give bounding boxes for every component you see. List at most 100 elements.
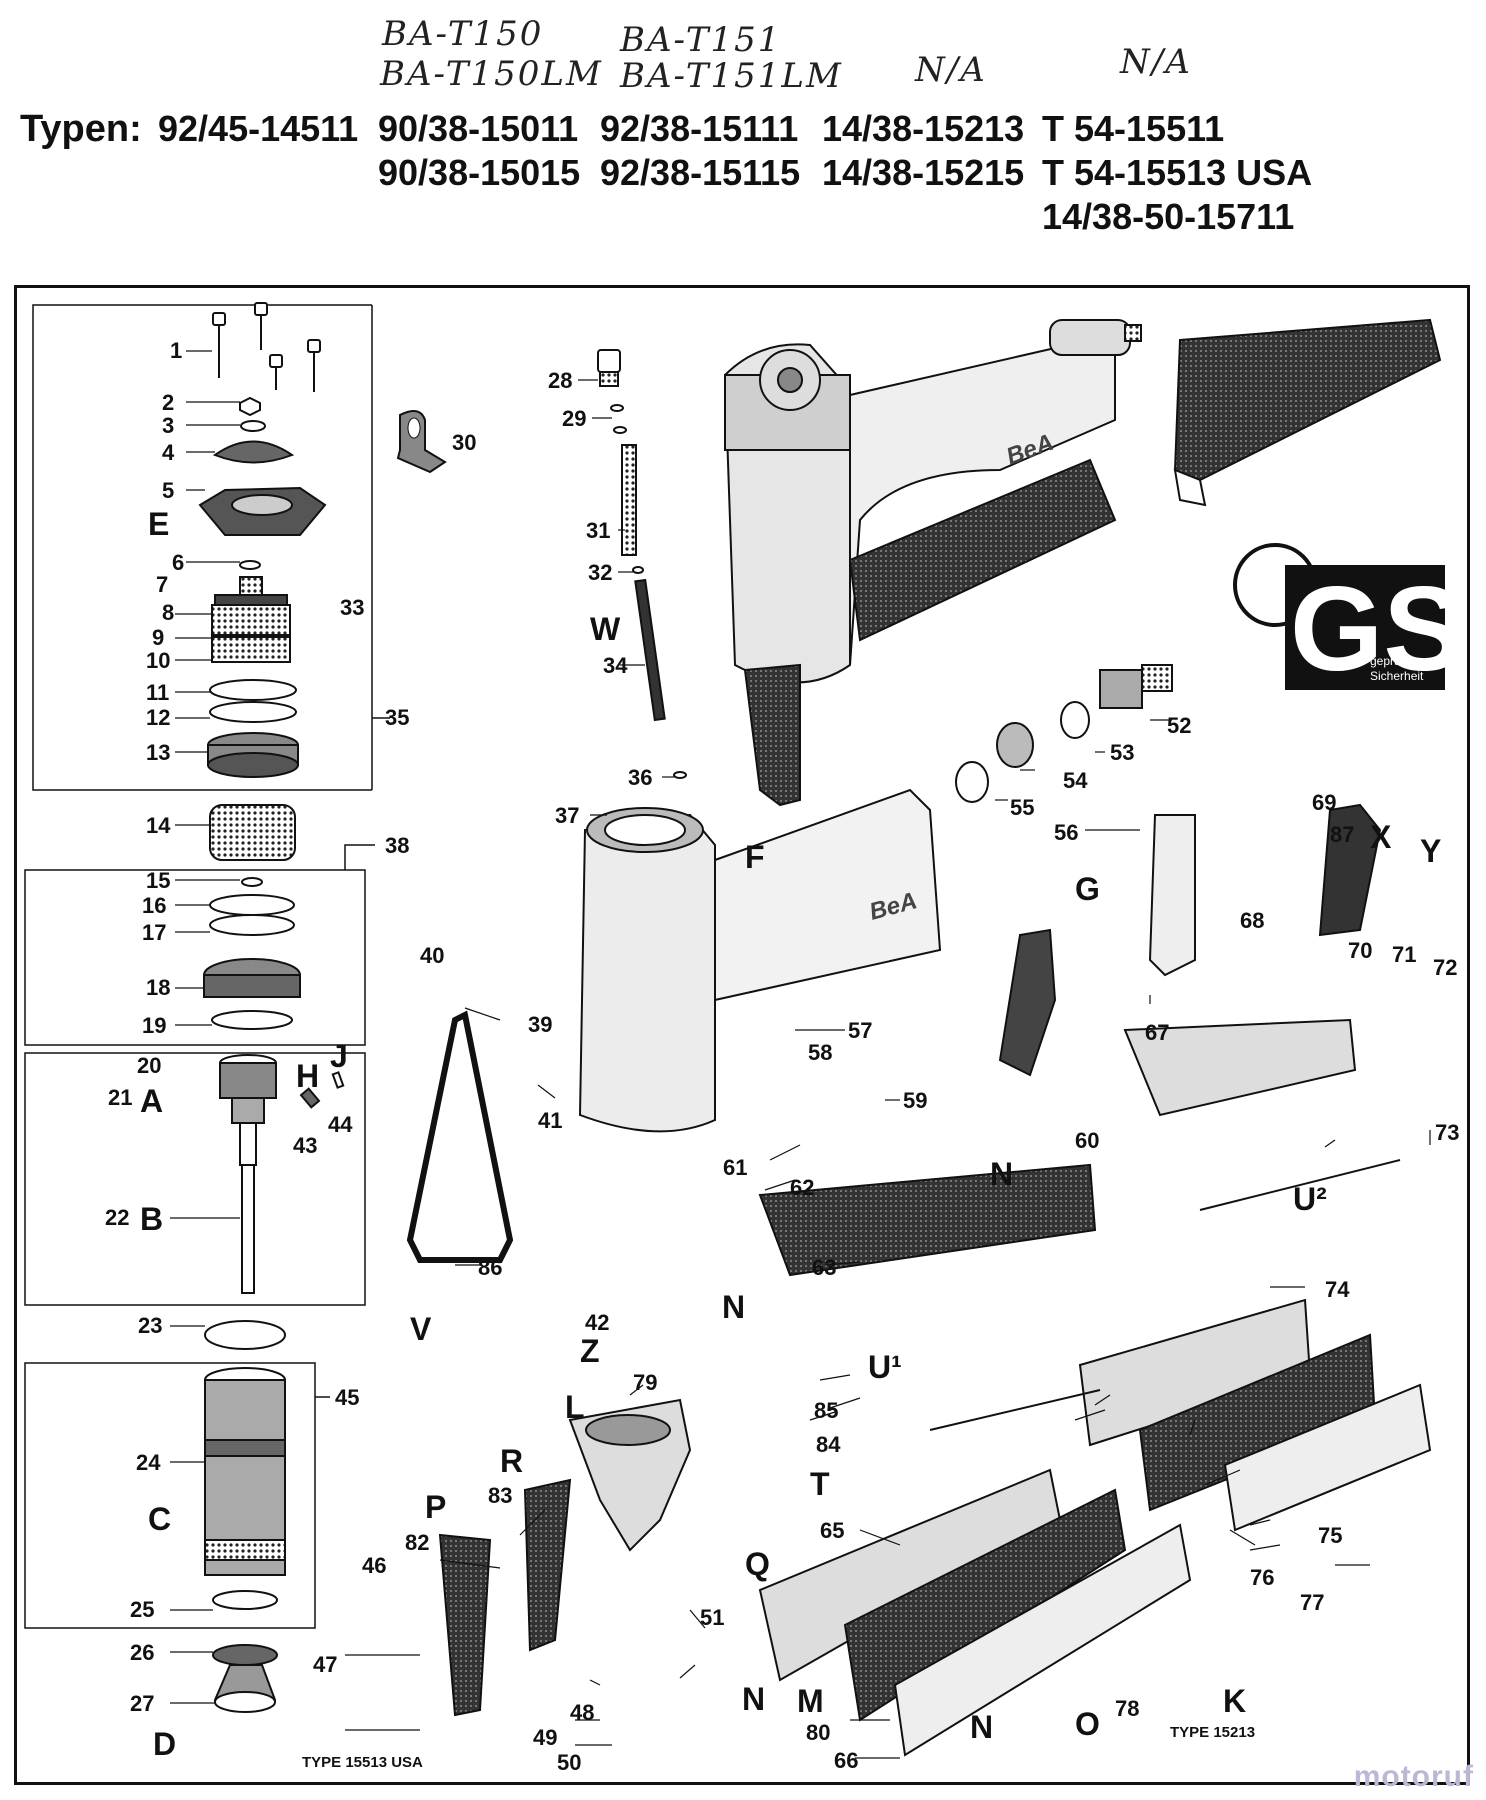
part-label: 27 (130, 1691, 154, 1716)
model-number: 92/38-15115 (600, 152, 801, 193)
part-label: 26 (130, 1640, 154, 1665)
handwritten-model: BA-T150 (382, 14, 544, 54)
magazine-parts (758, 1018, 1432, 1757)
group-letter: Q (745, 1546, 770, 1582)
trigger-valve-stack (597, 349, 687, 779)
group-boxes (24, 304, 390, 1629)
part-label: 59 (903, 1088, 927, 1113)
type-note-15213: TYPE 15213 (1170, 1724, 1255, 1741)
group-letter: N (722, 1289, 745, 1325)
part-label: 83 (488, 1483, 512, 1508)
part-label: 33 (340, 595, 364, 620)
group-letter: N (742, 1681, 765, 1717)
model-number: T 54-15511 (1042, 108, 1225, 149)
part-label: 6 (172, 550, 184, 575)
part-number-labels: 1 2 3 4 5 6 7 8 9 10 11 12 13 14 15 16 1… (105, 338, 1459, 1775)
part-label: 56 (1054, 820, 1078, 845)
diagram-frame (14, 285, 1470, 1785)
group-letter: R (500, 1443, 523, 1479)
part-label: 9 (152, 625, 164, 650)
part-label: 38 (385, 833, 409, 858)
group-letter: G (1075, 871, 1100, 907)
part-label: 4 (162, 440, 175, 465)
gs-safety-mark: GS geprüfte Sicherheit (1233, 543, 1463, 696)
part-label: 41 (538, 1108, 562, 1133)
part-label: 10 (146, 648, 170, 673)
part-label: 49 (533, 1725, 557, 1750)
model-number: 14/38-50-15711 (1042, 196, 1295, 237)
part-label: 23 (138, 1313, 162, 1338)
part-label: 65 (820, 1518, 844, 1543)
model-number: 92/45-14511 (158, 108, 359, 149)
group-letter: U² (1293, 1181, 1327, 1217)
group-letter: W (590, 611, 621, 647)
part-label: 22 (105, 1205, 129, 1230)
group-letter: H (296, 1058, 319, 1094)
group-letter: A (140, 1083, 163, 1119)
part-label: 17 (142, 920, 166, 945)
part-label: 57 (848, 1018, 872, 1043)
group-letter: K (1223, 1683, 1246, 1719)
cylinder-head-parts (198, 396, 327, 778)
model-number: T 54-15513 USA (1042, 152, 1313, 193)
part-label: 8 (162, 600, 174, 625)
part-label: 75 (1318, 1523, 1342, 1548)
part-label: 25 (130, 1597, 154, 1622)
group-letter: V (410, 1311, 432, 1347)
handwritten-na: N/A (1120, 42, 1192, 82)
part-label: 28 (548, 368, 572, 393)
part-label: 21 (108, 1085, 132, 1110)
part-label: 3 (162, 413, 174, 438)
part-label: 1 (170, 338, 182, 363)
part-label: 2 (162, 390, 174, 415)
part-label: 48 (570, 1700, 594, 1725)
group-letter: C (148, 1501, 171, 1537)
group-letter: B (140, 1201, 163, 1237)
part-label: 24 (136, 1450, 161, 1475)
part-label: 18 (146, 975, 170, 1000)
part-label: 39 (528, 1012, 552, 1037)
nailer-body (723, 318, 1442, 807)
group-letter: U¹ (868, 1349, 902, 1385)
model-number: 92/38-15111 (600, 108, 799, 149)
part-label: 61 (723, 1155, 747, 1180)
gs-text-line2: Sicherheit (1370, 669, 1424, 683)
part-label: 60 (1075, 1128, 1099, 1153)
leader-lines (170, 350, 1431, 1759)
part-label: 82 (405, 1530, 429, 1555)
part-label: 78 (1115, 1696, 1139, 1721)
part-label: 50 (557, 1750, 581, 1775)
model-number: 90/38-15015 (378, 152, 581, 193)
group-letter: N (990, 1156, 1013, 1192)
part-label: 84 (816, 1432, 841, 1457)
driver-blade (219, 1054, 345, 1294)
cylinder-parts (204, 1320, 286, 1713)
part-label: 76 (1250, 1565, 1274, 1590)
screws-1 (212, 302, 321, 392)
group-letter: L (565, 1389, 585, 1425)
part-label: 72 (1433, 955, 1457, 980)
part-label: 40 (420, 943, 444, 968)
part-label: 77 (1300, 1590, 1324, 1615)
part-label: 87 (1330, 822, 1354, 847)
part-label: 15 (146, 868, 170, 893)
part-label: 80 (806, 1720, 830, 1745)
part-label: 30 (452, 430, 476, 455)
handwritten-model: BA-T151 (620, 20, 782, 60)
part-label: 44 (328, 1112, 353, 1137)
part-label: 43 (293, 1133, 317, 1158)
group-letter: J (330, 1038, 348, 1074)
handwritten-model: BA-T150LM (380, 54, 603, 94)
model-number: 14/38-15215 (822, 152, 1025, 193)
part-label: 69 (1312, 790, 1336, 815)
part-label: 19 (142, 1013, 166, 1038)
part-label: 47 (313, 1652, 337, 1677)
group-letter: E (148, 506, 169, 542)
lower-housing (578, 788, 942, 1133)
trigger-parts (998, 803, 1382, 1077)
group-letter: X (1370, 819, 1392, 855)
part-label: 34 (603, 653, 628, 678)
part-label: 29 (562, 406, 586, 431)
part-label: 7 (156, 572, 168, 597)
part-label: 32 (588, 560, 612, 585)
